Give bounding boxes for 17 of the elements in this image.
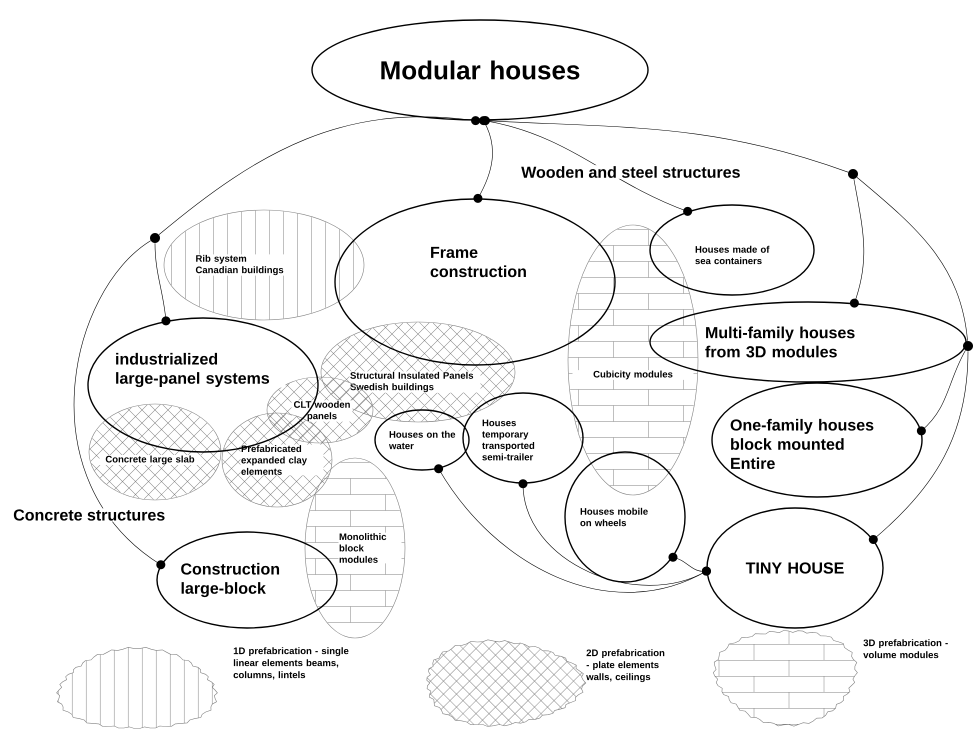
connector-line bbox=[856, 177, 968, 342]
legend-text: 1D prefabrication - single linear elements beams, columns, lintels bbox=[234, 647, 348, 680]
connector-line bbox=[916, 350, 966, 436]
connector-line bbox=[668, 552, 711, 576]
connector-line bbox=[74, 240, 166, 570]
connector-line bbox=[850, 178, 864, 308]
junction-dot bbox=[150, 233, 160, 243]
connector-line bbox=[480, 116, 848, 173]
connector-line bbox=[868, 350, 968, 544]
group-label: Concrete structures bbox=[12, 508, 166, 522]
group-label: Wooden and steel structures bbox=[520, 165, 742, 179]
connector-line bbox=[154, 242, 170, 326]
legend-text: 3D prefabrication - volume modules bbox=[863, 639, 948, 658]
junction-dot bbox=[963, 341, 973, 351]
connector-line bbox=[158, 116, 480, 235]
legend-text: 2D prefabrication - plate elements walls, ceilings bbox=[586, 649, 664, 682]
junction-dot bbox=[848, 169, 858, 179]
